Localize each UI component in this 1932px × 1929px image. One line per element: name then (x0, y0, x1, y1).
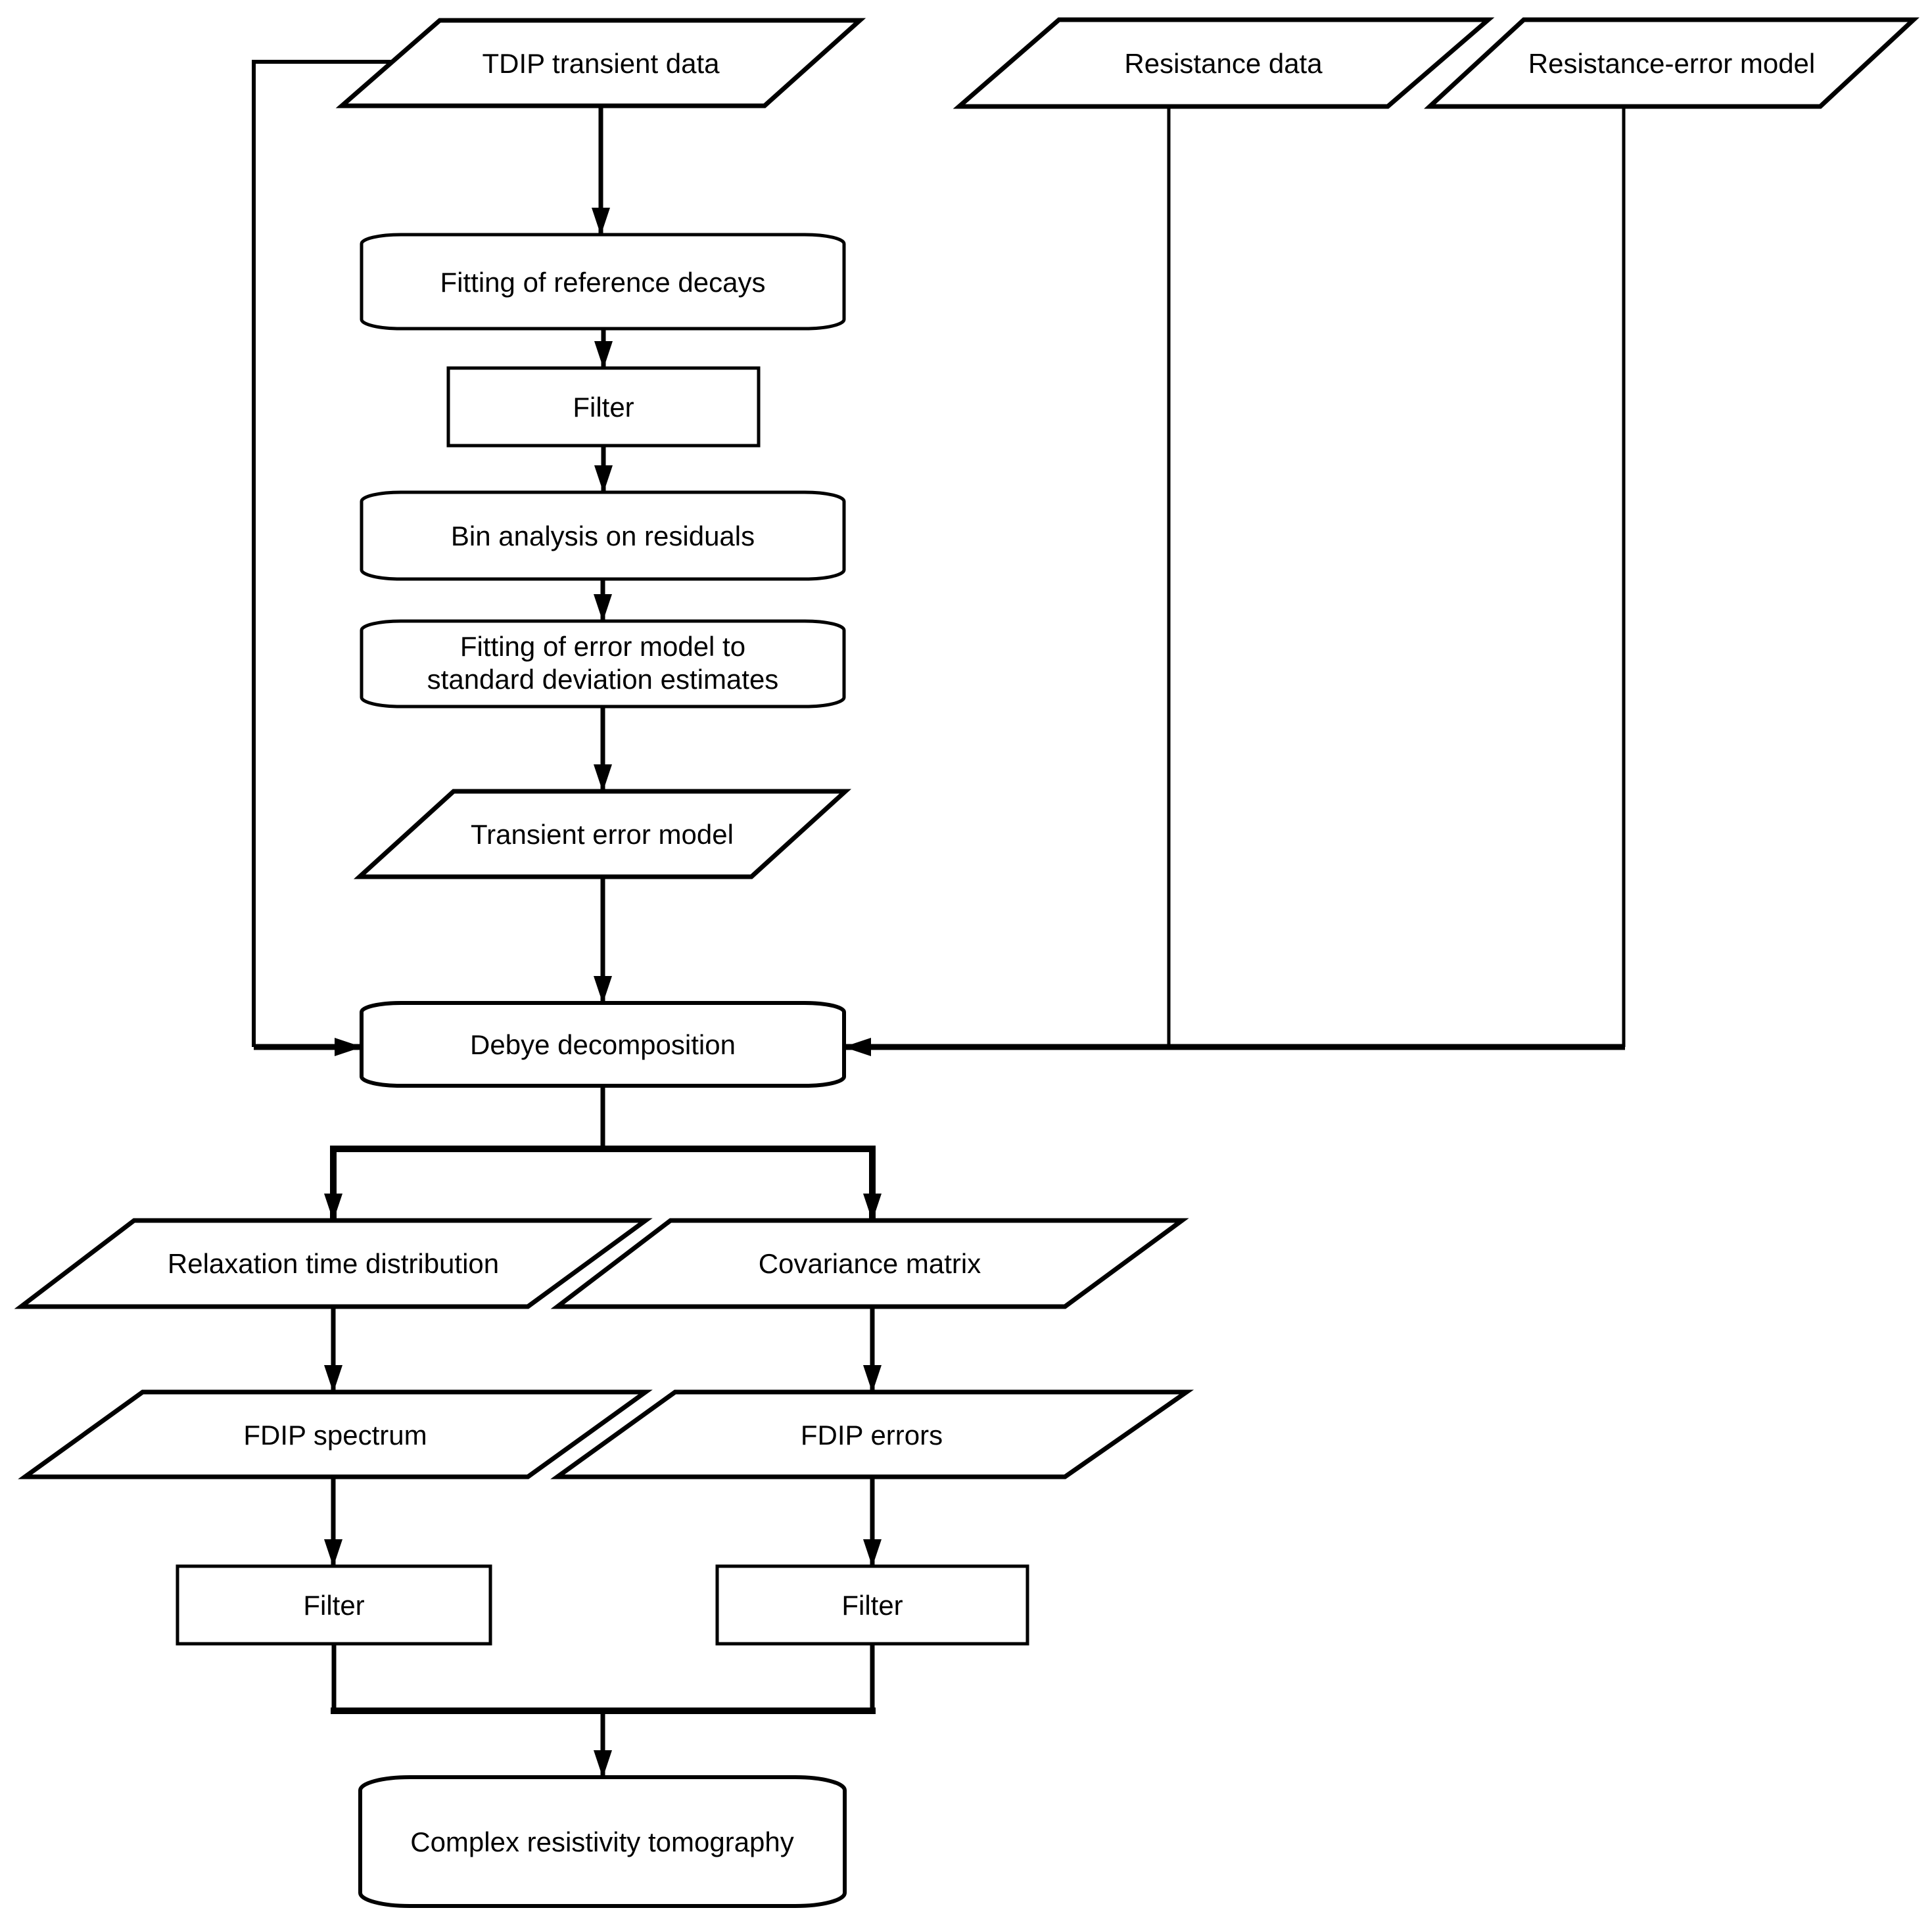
filter-transient-label: Filter (573, 392, 634, 423)
transient-error-model-shape (353, 789, 852, 879)
node-tdip-transient-data: TDIP transient data (335, 18, 866, 108)
debye-decomposition-label: Debye decomposition (470, 1029, 736, 1060)
node-fitting-reference-decays: Fitting of reference decays (360, 233, 846, 331)
node-resistance-error-model: Resistance-error model (1424, 17, 1920, 109)
node-filter-transient: Filter (446, 366, 761, 448)
node-debye-decomposition: Debye decomposition (360, 1001, 846, 1088)
fdip-errors-label: FDIP errors (801, 1420, 943, 1451)
node-fitting-error-model: Fitting of error model to standard devia… (360, 619, 846, 709)
node-resistance-data: Resistance data (953, 17, 1495, 109)
fitting-error-model-shape (360, 619, 846, 709)
node-filter-spectrum: Filter (176, 1564, 492, 1646)
fitting-reference-decays-label: Fitting of reference decays (440, 267, 766, 298)
edge-tdip-feedback-line (252, 60, 394, 1047)
complex-resistivity-tomography-shape (358, 1775, 847, 1908)
filter-errors-label: Filter (841, 1590, 903, 1621)
filter-spectrum-shape (176, 1564, 492, 1646)
node-fdip-spectrum: FDIP spectrum (18, 1389, 653, 1479)
node-relaxation-time-distribution: Relaxation time distribution (14, 1218, 653, 1309)
fdip-errors-shape (550, 1389, 1194, 1479)
filter-errors-shape (715, 1564, 1029, 1646)
node-complex-resistivity-tomography: Complex resistivity tomography (358, 1775, 847, 1908)
fitting-error-model-label-line2: standard deviation estimates (427, 664, 779, 695)
tdip-transient-data-shape (335, 18, 866, 108)
resistance-error-model-shape (1424, 17, 1920, 109)
filter-spectrum-label: Filter (303, 1590, 364, 1621)
transient-error-model-label: Transient error model (471, 819, 734, 850)
complex-resistivity-tomography-label: Complex resistivity tomography (410, 1826, 794, 1857)
bin-analysis-shape (360, 490, 846, 581)
bin-analysis-label: Bin analysis on residuals (451, 521, 755, 551)
node-filter-errors: Filter (715, 1564, 1029, 1646)
fitting-error-model-label-line1: Fitting of error model to (460, 631, 745, 662)
node-fdip-errors: FDIP errors (550, 1389, 1194, 1479)
resistance-data-shape (953, 17, 1495, 109)
fdip-spectrum-label: FDIP spectrum (243, 1420, 427, 1451)
node-covariance-matrix: Covariance matrix (550, 1218, 1189, 1309)
relaxation-time-distribution-label: Relaxation time distribution (168, 1248, 499, 1279)
tdip-transient-data-label: TDIP transient data (482, 48, 720, 79)
covariance-matrix-label: Covariance matrix (759, 1248, 981, 1279)
node-transient-error-model: Transient error model (353, 789, 852, 879)
fdip-spectrum-shape (18, 1389, 653, 1479)
covariance-matrix-shape (550, 1218, 1189, 1309)
resistance-error-model-label: Resistance-error model (1528, 48, 1816, 79)
debye-decomposition-shape (360, 1001, 846, 1088)
node-bin-analysis: Bin analysis on residuals (360, 490, 846, 581)
fitting-reference-decays-shape (360, 233, 846, 331)
relaxation-time-distribution-shape (14, 1218, 653, 1309)
filter-transient-shape (446, 366, 761, 448)
resistance-data-label: Resistance data (1124, 48, 1323, 79)
